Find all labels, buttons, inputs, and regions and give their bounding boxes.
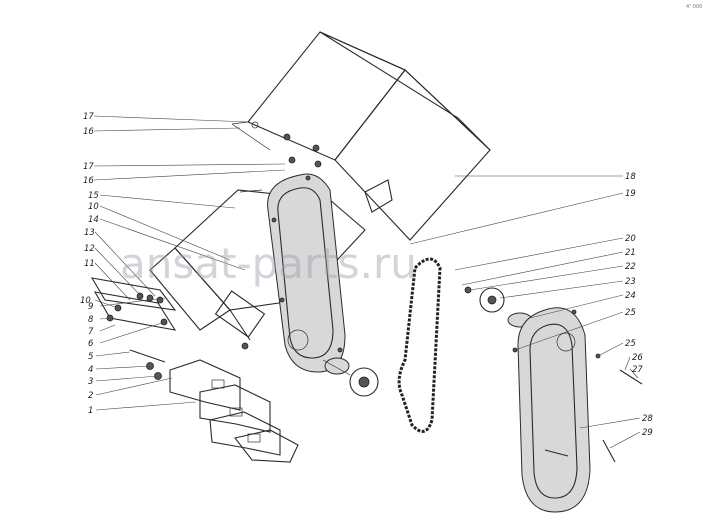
label-2: 2 <box>88 391 93 401</box>
chain-guard-upper <box>267 173 346 373</box>
label-16-upper: 16 <box>83 127 94 137</box>
label-6: 6 <box>88 339 94 349</box>
part-labels: 17 16 17 16 15 10 14 13 12 11 10 9 8 7 6… <box>80 112 653 438</box>
label-23: 23 <box>625 277 636 287</box>
label-9: 9 <box>88 302 93 312</box>
label-1: 1 <box>88 406 93 416</box>
label-3: 3 <box>88 377 93 387</box>
label-22: 22 <box>625 262 636 272</box>
label-17-upper: 17 <box>83 112 94 122</box>
label-4: 4 <box>88 365 93 375</box>
label-15: 15 <box>88 191 99 201</box>
upper-sprocket-assembly <box>464 286 533 328</box>
mounting-brackets <box>169 359 299 463</box>
label-7: 7 <box>88 327 94 337</box>
label-25-upper: 25 <box>625 308 636 318</box>
label-25-lower: 25 <box>625 339 636 349</box>
label-21: 21 <box>625 248 636 258</box>
right-pins <box>512 347 643 463</box>
leader-lines <box>93 115 641 449</box>
label-12: 12 <box>84 244 95 254</box>
label-5: 5 <box>88 352 93 362</box>
roller-chain <box>397 257 442 433</box>
label-10-lower: 10 <box>80 296 91 306</box>
label-17-lower: 17 <box>83 162 94 172</box>
label-18: 18 <box>625 172 636 182</box>
label-19: 19 <box>625 189 636 199</box>
label-28: 28 <box>642 414 653 424</box>
label-26: 26 <box>632 353 643 363</box>
chain-guard-cover <box>517 307 591 513</box>
label-16-lower: 16 <box>83 176 94 186</box>
corner-print-mark: 4ᵀ 000 <box>686 4 702 10</box>
label-29: 29 <box>642 428 653 438</box>
label-27: 27 <box>632 365 643 375</box>
label-8: 8 <box>88 315 94 325</box>
left-hardware-stack <box>90 277 251 380</box>
label-13: 13 <box>84 228 95 238</box>
watermark-text: ansat-parts.ru <box>120 239 417 288</box>
label-24: 24 <box>625 291 636 301</box>
label-11: 11 <box>84 259 95 269</box>
lower-sprocket-assembly <box>322 357 379 397</box>
label-10: 10 <box>88 202 99 212</box>
label-14: 14 <box>88 215 99 225</box>
label-20: 20 <box>625 234 636 244</box>
